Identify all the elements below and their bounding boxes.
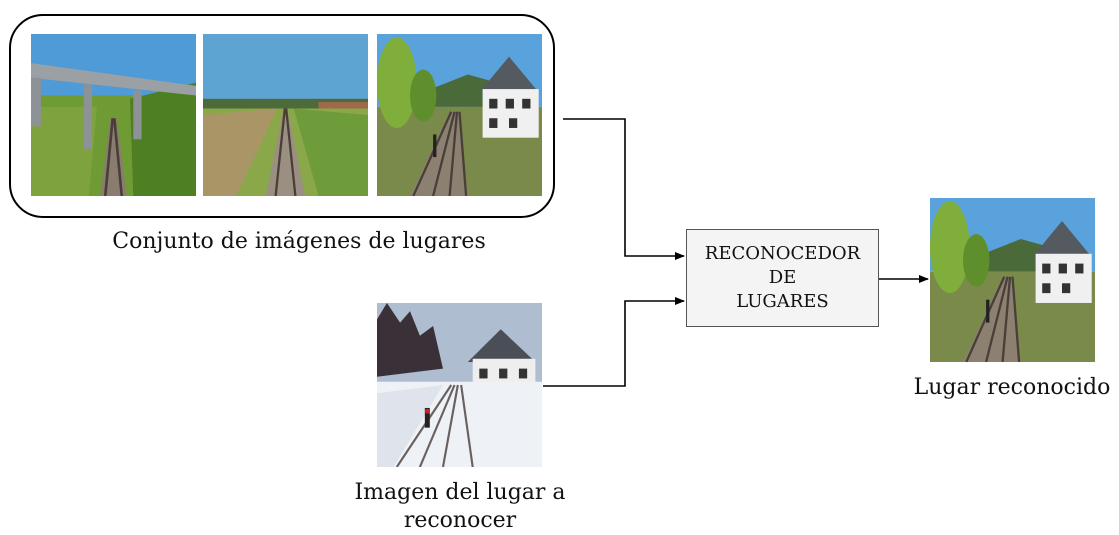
arrow-query-to-recognizer xyxy=(543,297,685,387)
query-caption-line1: Imagen del lugar a xyxy=(354,480,566,505)
recognizer-label-line3: LUGARES xyxy=(736,291,829,312)
house-scene-graphic xyxy=(377,34,542,196)
railway-open-field-image xyxy=(203,34,368,196)
recognizer-label-line1: RECONOCEDOR xyxy=(704,243,861,264)
query-caption: Imagen del lugar a reconocer xyxy=(330,479,590,535)
railway-station-house-image xyxy=(377,34,542,196)
recognized-place-caption: Lugar reconocido xyxy=(913,375,1111,400)
field-scene-graphic xyxy=(203,34,368,196)
place-recognizer-box: RECONOCEDOR DE LUGARES xyxy=(686,229,879,327)
query-caption-line2: reconocer xyxy=(403,508,517,533)
result-house-scene-graphic xyxy=(930,198,1095,362)
image-set-caption: Conjunto de imágenes de lugares xyxy=(112,229,486,254)
bridge-scene-graphic xyxy=(31,34,196,196)
railway-under-bridge-image xyxy=(31,34,196,196)
recognized-place-image xyxy=(930,198,1095,362)
recognizer-label-line2: DE xyxy=(768,267,797,288)
query-place-image xyxy=(377,303,542,467)
image-set-container xyxy=(9,14,555,218)
snow-scene-graphic xyxy=(377,303,542,467)
